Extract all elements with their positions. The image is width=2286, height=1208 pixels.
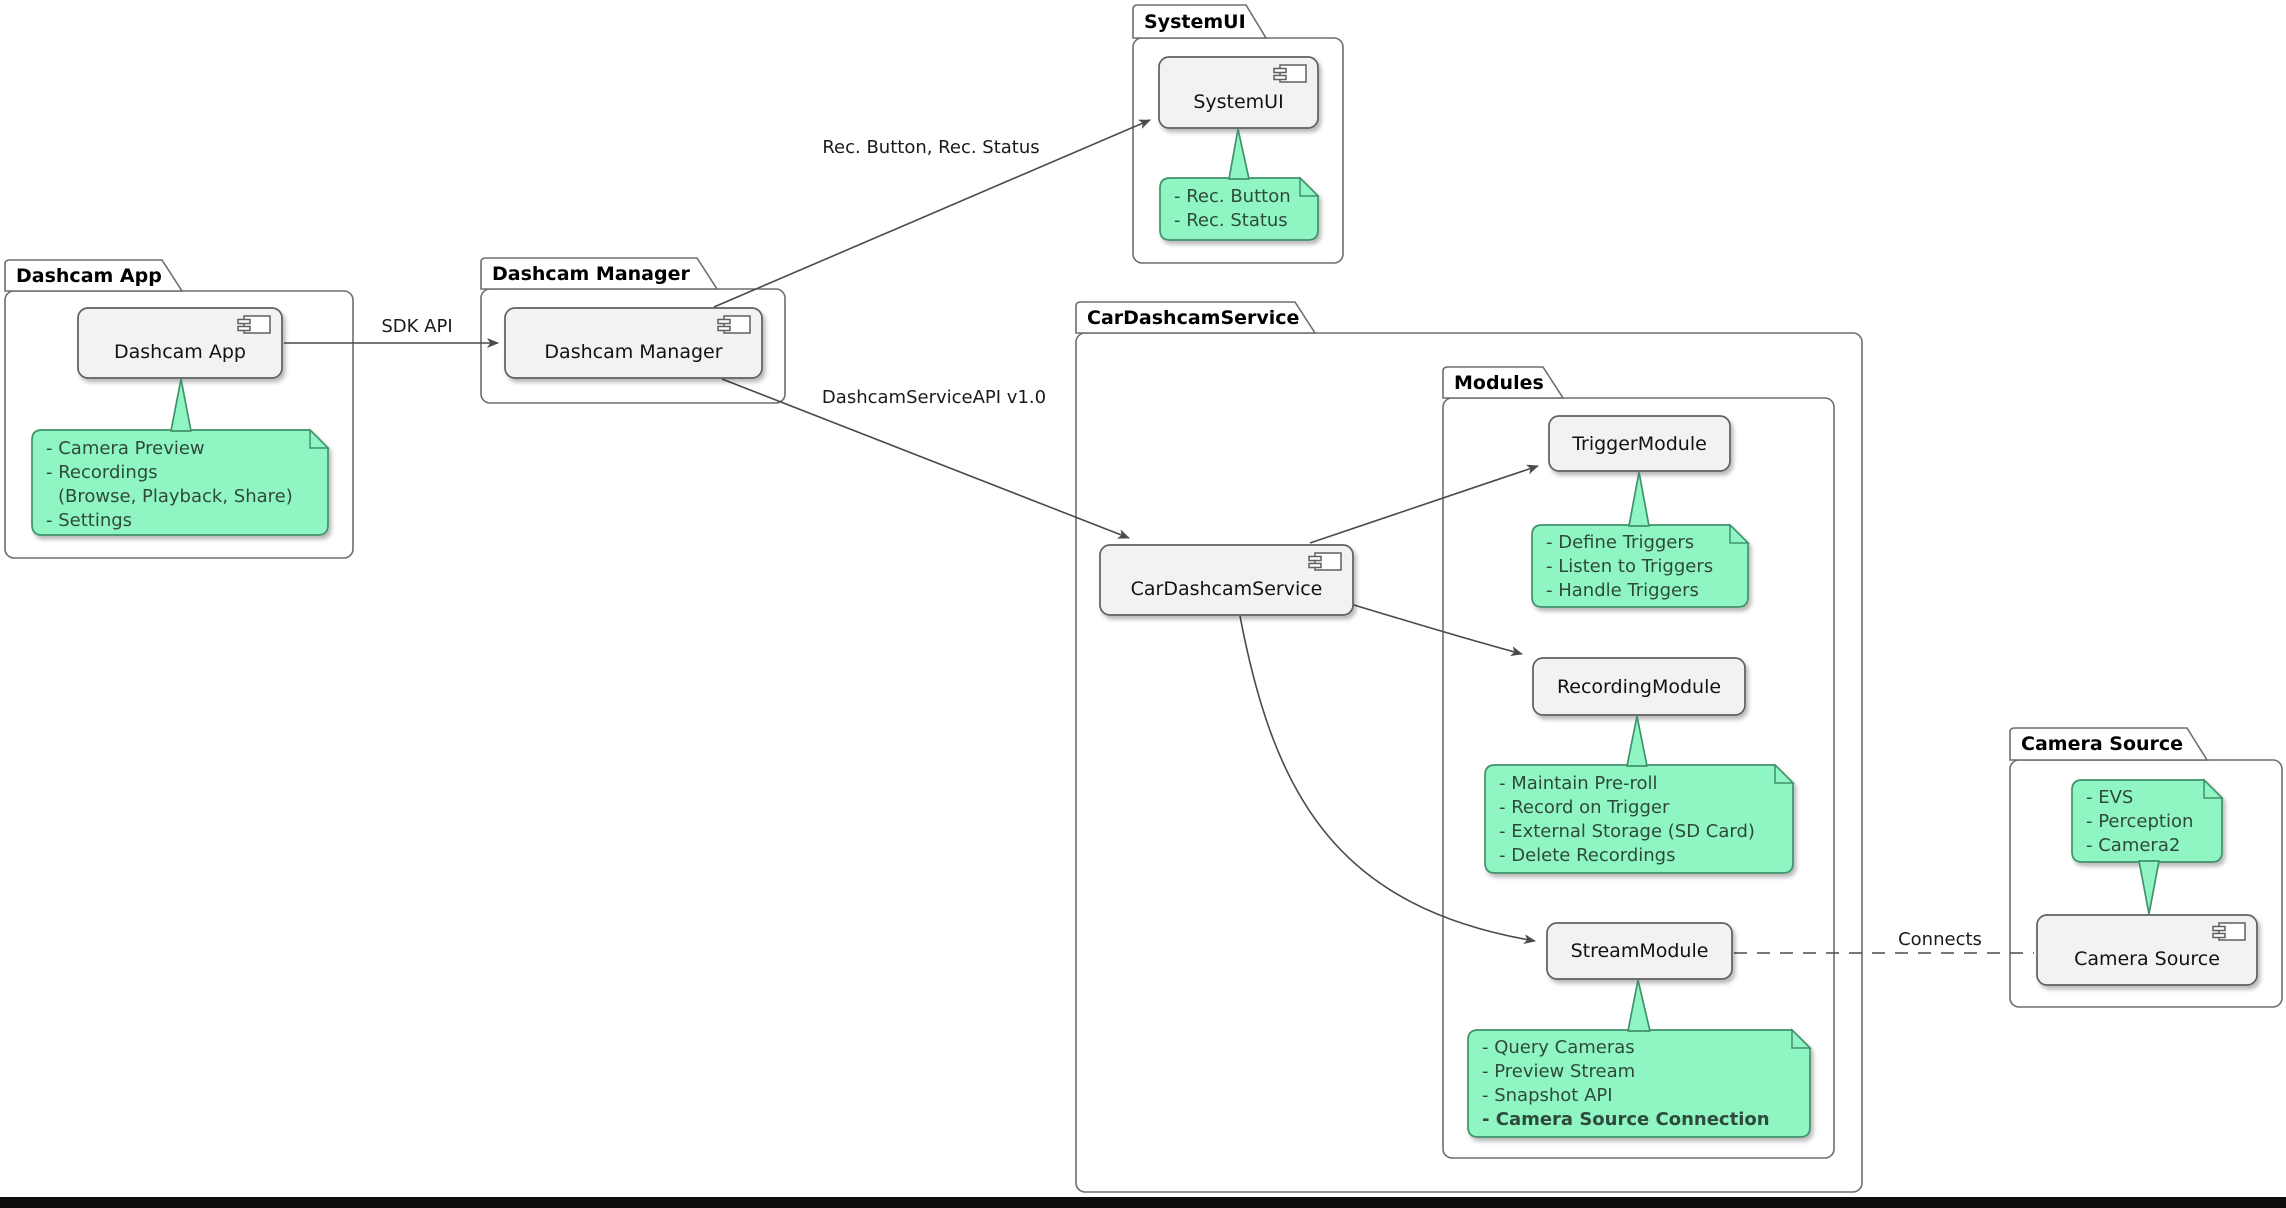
note-fold	[309, 428, 330, 449]
component-recording-module	[1532, 657, 1746, 716]
package-camera-source-tab	[2009, 727, 2209, 761]
bottom-black-bar	[0, 1197, 2286, 1208]
note-trigger-module	[1531, 524, 1749, 608]
note-fold	[1791, 1028, 1812, 1049]
package-car-dashcam-service-tab	[1075, 301, 1317, 334]
edge-to-recording-module	[1353, 604, 1523, 656]
note-tail	[1626, 715, 1648, 767]
component-stream-module	[1546, 922, 1733, 980]
edge-dashcam-service-api	[721, 378, 1130, 539]
note-recording-module	[1484, 764, 1794, 874]
note-camera-source	[2071, 779, 2223, 863]
edge-to-trigger-module	[1309, 464, 1539, 544]
package-dashcam-app-tab	[4, 259, 184, 292]
component-icon	[717, 315, 751, 334]
component-icon	[1273, 64, 1307, 83]
package-systemui-tab	[1132, 4, 1268, 39]
package-dashcam-manager-tab	[480, 257, 719, 290]
note-tail	[1627, 979, 1651, 1032]
edge-to-stream-module	[1239, 615, 1536, 945]
component-camera-source	[2036, 914, 2258, 986]
note-tail	[2138, 860, 2160, 915]
note-tail	[1628, 471, 1650, 527]
note-fold	[2203, 778, 2224, 799]
note-fold	[1774, 763, 1795, 784]
component-dashcam-app	[77, 307, 283, 379]
edge-rec-button-status	[713, 119, 1151, 308]
package-modules-tab	[1442, 366, 1565, 399]
note-fold	[1299, 176, 1320, 197]
note-tail	[170, 378, 192, 432]
note-dashcam-app	[31, 429, 329, 536]
note-systemui	[1159, 177, 1319, 241]
note-fold	[1729, 523, 1750, 544]
component-trigger-module	[1548, 415, 1731, 472]
note-stream-module	[1467, 1029, 1811, 1138]
component-icon	[2212, 922, 2246, 941]
component-icon	[1308, 552, 1342, 571]
note-tail	[1228, 128, 1250, 180]
component-icon	[237, 315, 271, 334]
component-dashcam-manager	[504, 307, 763, 379]
component-car-dashcam-service	[1099, 544, 1354, 616]
